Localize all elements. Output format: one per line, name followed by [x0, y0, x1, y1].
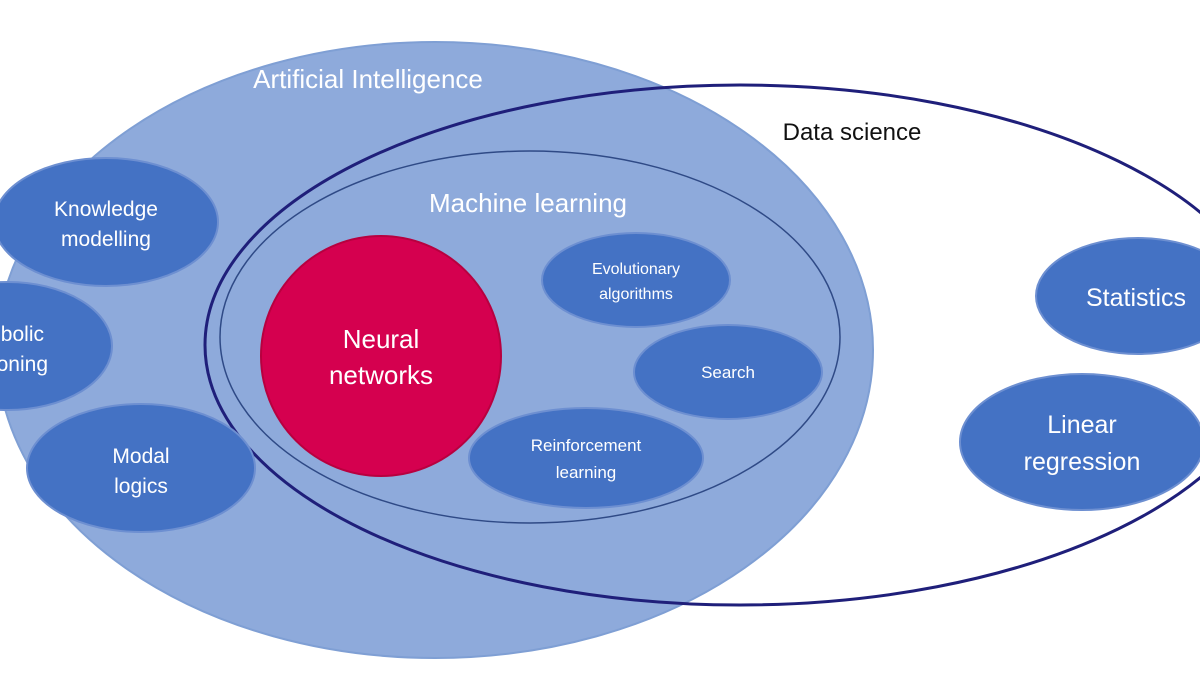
- evolutionary-algorithms-node: [541, 232, 731, 328]
- search-node: [633, 324, 823, 420]
- ds-region: [203, 83, 1200, 607]
- statistics-node: [1035, 237, 1200, 355]
- reinforcement-learning-label-line1: Reinforcement: [531, 436, 642, 455]
- knowledge-modelling-label-line1: Knowledge: [54, 198, 158, 221]
- neural-networks-node: [260, 235, 502, 477]
- ai-region-label: Artificial Intelligence: [253, 64, 483, 94]
- reinforcement-learning-label-line2: learning: [556, 463, 617, 482]
- reinforcement-learning-node: [468, 407, 704, 509]
- linear-regression-label-line1: Linear: [1047, 411, 1117, 439]
- evolutionary-algorithms-label-line2: algorithms: [599, 286, 673, 303]
- modal-logics-label-line2: logics: [114, 475, 168, 498]
- statistics-label: Statistics: [1086, 284, 1186, 312]
- neural-networks-label-line2: networks: [329, 360, 433, 390]
- symbolic-reasoning-label-line1: bolic: [1, 323, 44, 346]
- symbolic-reasoning-label-line2: oning: [0, 353, 48, 376]
- ml-region: [219, 150, 841, 524]
- evolutionary-algorithms-label-line1: Evolutionary: [592, 261, 680, 278]
- modal-logics-node: [26, 403, 256, 533]
- modal-logics-label-line1: Modal: [112, 445, 169, 468]
- ds-region-label: Data science: [783, 119, 922, 146]
- ml-region-label: Machine learning: [429, 188, 627, 218]
- search-label: Search: [701, 363, 755, 382]
- neural-networks-label-line1: Neural: [343, 324, 420, 354]
- symbolic-reasoning-node: [0, 281, 113, 411]
- knowledge-modelling-node: [0, 157, 219, 287]
- knowledge-modelling-label-line2: modelling: [61, 228, 151, 251]
- linear-regression-label-line2: regression: [1024, 448, 1141, 476]
- linear-regression-node: [959, 373, 1200, 511]
